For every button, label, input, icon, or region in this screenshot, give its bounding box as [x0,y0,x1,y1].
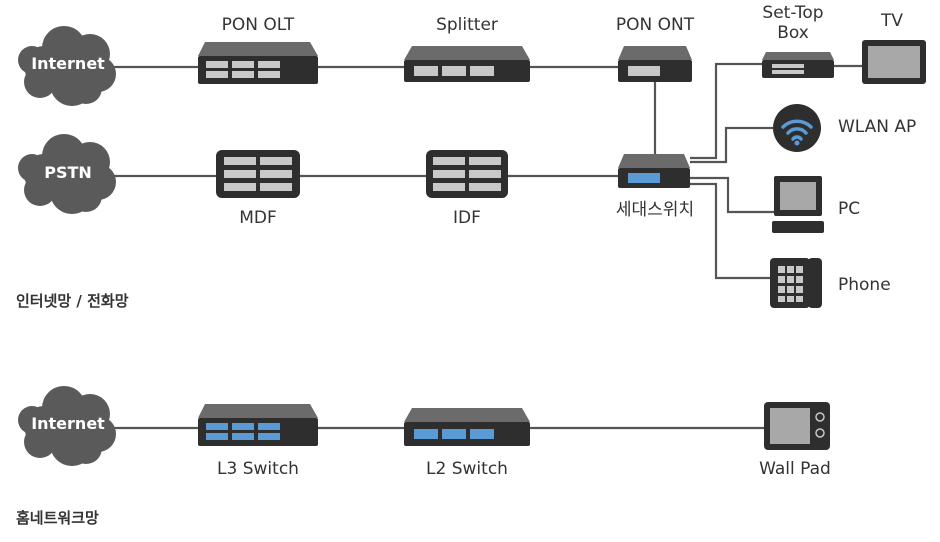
mdf-label: MDF [239,208,277,228]
l3-switch-device [198,404,318,446]
phone-icon [770,258,822,308]
pon-olt-label: PON OLT [222,15,295,35]
set-top-box-label-line1: Set-Top [762,3,823,23]
home-switch-device [618,154,690,188]
home-switch-label: 세대스위치 [616,200,694,220]
l3-switch-label: L3 Switch [217,459,299,479]
splitter-device [404,46,530,82]
l2-switch-label: L2 Switch [426,459,508,479]
wifi-icon [773,104,821,152]
pon-ont-label: PON ONT [616,15,695,35]
mdf-patch-panel-icon [216,150,300,198]
tv-monitor-icon [862,40,926,84]
splitter-label: Splitter [436,15,498,35]
wall-pad-icon [764,402,830,450]
connection-lines [110,62,862,430]
set-top-box-device [762,52,834,78]
cloud-label-internet-bottom: Internet [31,414,105,433]
set-top-box-label-line2: Box [777,23,809,43]
cloud-label-pstn: PSTN [44,163,92,182]
pon-olt-device [198,42,318,84]
idf-patch-panel-icon [426,150,508,198]
l2-switch-device [404,408,530,446]
section-title-internet-phone: 인터넷망 / 전화망 [16,292,129,310]
cloud-label-internet-top: Internet [31,54,105,73]
phone-label: Phone [838,275,891,295]
pon-ont-device [618,46,692,82]
idf-label: IDF [453,208,481,228]
wall-pad-label: Wall Pad [759,459,831,479]
pc-label: PC [838,199,860,219]
wlan-ap-label: WLAN AP [838,117,916,137]
tv-label: TV [880,11,903,31]
monitor-icon [772,176,824,233]
section-title-home-network: 홈네트워크망 [16,509,99,527]
